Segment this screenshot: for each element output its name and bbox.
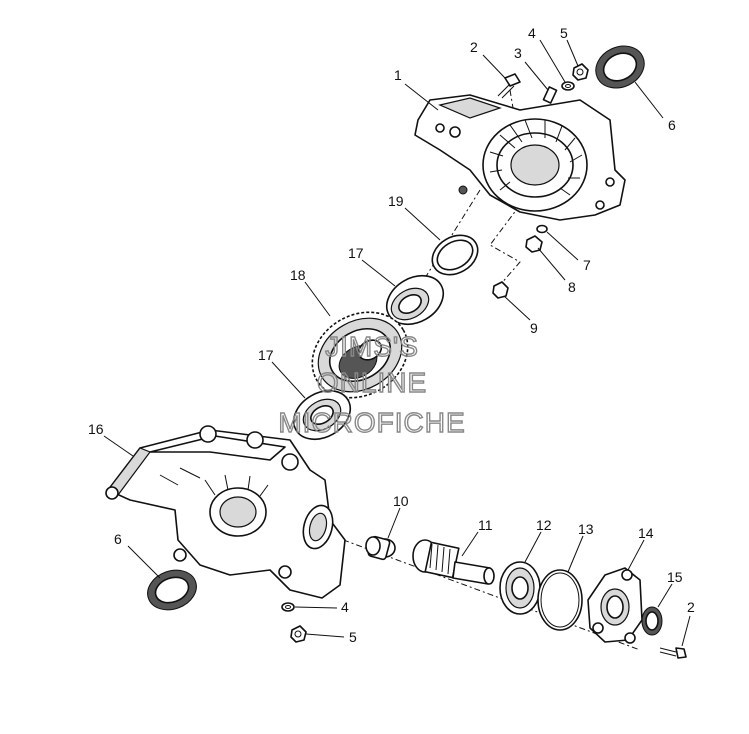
bearing-part-17-upper[interactable]: [378, 266, 452, 334]
bushing-part-10[interactable]: [365, 535, 396, 561]
callout-8: 8: [568, 279, 576, 295]
plug-part-9[interactable]: [492, 281, 509, 299]
washer-part-7[interactable]: [536, 224, 548, 234]
callout-3: 3: [514, 45, 522, 61]
ring-gear-part-18[interactable]: [297, 295, 424, 414]
callout-13: 13: [578, 521, 594, 537]
watermark: JIMS'S ONLINE MICROFICHE: [278, 330, 466, 438]
bearing-part-17-lower[interactable]: [285, 381, 359, 449]
cover-part-14[interactable]: [587, 567, 643, 644]
washer-part-4-bottom[interactable]: [281, 602, 295, 612]
callout-6: 6: [668, 117, 676, 133]
oil-seal-part-6-top[interactable]: [589, 38, 651, 95]
callout-4b: 4: [341, 599, 349, 615]
oil-seal-part-6-bottom[interactable]: [142, 564, 202, 617]
bearing-part-12[interactable]: [499, 561, 541, 615]
callout-17b: 17: [258, 347, 274, 363]
callout-19: 19: [388, 193, 404, 209]
watermark-line-2: ONLINE: [317, 367, 427, 398]
callout-5: 5: [560, 25, 568, 41]
callout-2b: 2: [687, 599, 695, 615]
watermark-line-3: MICROFICHE: [278, 407, 465, 438]
callout-17: 17: [348, 245, 364, 261]
o-ring-part-19[interactable]: [425, 227, 485, 282]
leader-lines: [103, 39, 691, 647]
callout-9: 9: [530, 320, 538, 336]
callout-1: 1: [394, 67, 402, 83]
callout-15: 15: [667, 569, 683, 585]
callout-14: 14: [638, 525, 654, 541]
lower-housing-part-16[interactable]: [105, 425, 346, 599]
callout-11: 11: [478, 517, 493, 533]
nut-part-5-top[interactable]: [572, 63, 589, 81]
callout-4: 4: [528, 25, 536, 41]
upper-housing-part-1[interactable]: [414, 94, 626, 221]
callout-10: 10: [393, 493, 409, 509]
washer-part-4-top[interactable]: [561, 81, 575, 91]
callout-18: 18: [290, 267, 306, 283]
nut-part-5-bottom[interactable]: [290, 625, 307, 643]
callout-2: 2: [470, 39, 478, 55]
bolt-part-2-top[interactable]: [497, 73, 521, 99]
watermark-line-1: JIMS'S: [325, 331, 419, 362]
o-ring-part-13[interactable]: [537, 569, 583, 631]
callout-12: 12: [536, 517, 552, 533]
callout-labels: 1 2 3 4 5 6 7 8 9 19 17 18 17 16 6 10 11…: [88, 25, 695, 645]
callout-16: 16: [88, 421, 104, 437]
pinion-shaft-part-11[interactable]: [412, 539, 495, 585]
callout-7: 7: [583, 257, 591, 273]
callout-5b: 5: [349, 629, 357, 645]
dowel-pin-part-3[interactable]: [542, 86, 558, 104]
bolt-part-2-bottom[interactable]: [659, 647, 687, 659]
seal-part-15[interactable]: [641, 606, 663, 636]
callout-6b: 6: [114, 531, 122, 547]
